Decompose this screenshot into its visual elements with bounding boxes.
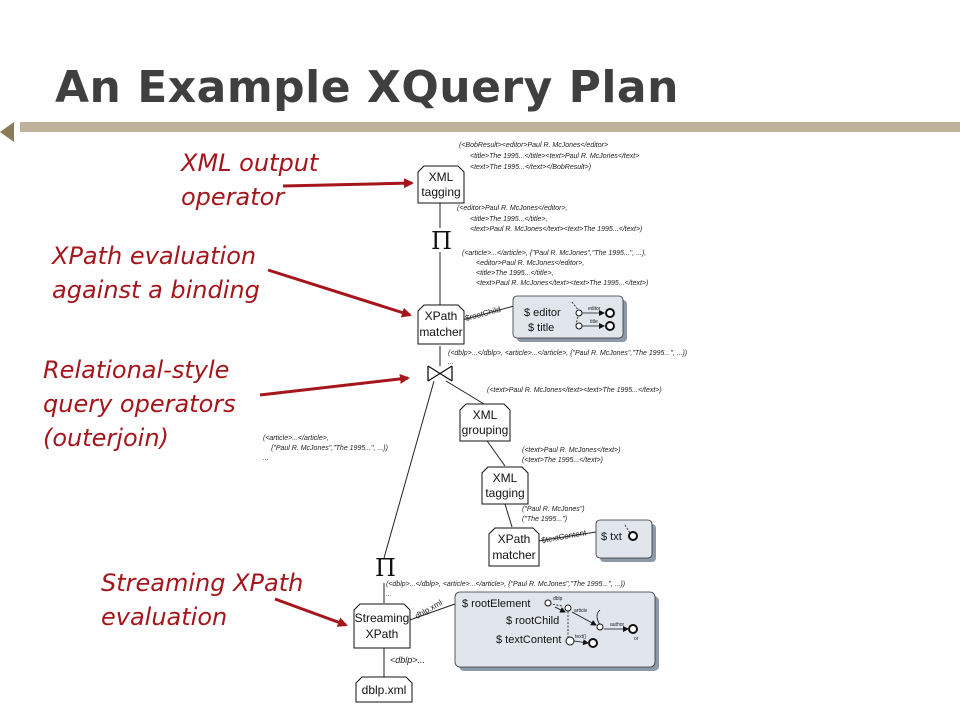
edge-label-textcontent: $textContent [541,528,588,545]
xml-tagging-top-line2: tagging [421,185,460,199]
label-text: text() [575,634,587,640]
binding-txt: $ txt [601,531,622,543]
arrow-relational [259,373,410,397]
xml-grouping-operator: XML grouping [459,403,511,442]
outerjoin-symbol [427,365,453,382]
xml-tagging-mid-line1: XML [493,471,518,485]
annotation-a3-line3: <title>The 1995...</title>, [476,270,553,277]
arrow-xml-output [282,178,414,189]
annotation-a2-line2: <title>The 1995...</title>, [470,216,547,223]
xml-grouping-line1: XML [473,408,498,422]
annotation-a4-line2: ... [448,359,454,366]
dblp-xml-source: dblp.xml [355,676,413,703]
callout-arrows [259,178,414,627]
label-article: article [574,608,588,614]
plan-edges [383,202,597,677]
streaming-xpath-line1: Streaming [355,611,410,625]
binding-editor: $ editor [524,307,561,319]
label-or: or [634,636,639,642]
xml-tagging-top-line1: XML [429,170,454,184]
projection-symbol-bottom: Π [375,554,396,582]
binding-box-txt: $ txt [595,519,656,562]
annotation-a8: ("Paul R. McJones") ("The 1995...") [522,506,585,523]
annotation-a6-line1: (<article>...</article>, [263,435,329,442]
xml-tagging-top-operator: XML tagging [417,165,465,204]
binding-root-element: $ rootElement [462,598,530,610]
annotation-a5-line1: (<text>Paul R. McJones</text><text>The 1… [487,387,662,394]
annotation-a1-line2: <title>The 1995...</title><text>Paul R. … [470,153,639,160]
label-author: author [610,622,625,628]
annotation-a2-line1: (<editor>Paul R. McJones</editor>, [457,205,568,212]
annotation-a6: (<article>...</article>, {"Paul R. McJon… [263,435,388,462]
projection-symbol-top: Π [431,227,452,255]
xpath-matcher-top-line2: matcher [419,325,462,339]
annotation-a2: (<editor>Paul R. McJones</editor>, <titl… [457,205,642,233]
xpath-matcher-top-operator: XPath matcher [417,304,465,345]
binding-box-editor-title: $ editor $ title editor title [512,295,627,342]
callout-streaming: Streaming XPath evaluation [101,569,304,631]
arrow-streaming [274,597,348,627]
callout-xpath-eval: XPath evaluation against a binding [52,242,260,304]
binding-root-child: $ rootChild [506,615,559,627]
edge-label-rootchild: $rootChild [464,305,502,323]
streaming-xpath-operator: Streaming XPath [353,603,411,649]
xpath-matcher-top-line1: XPath [425,309,458,323]
annotation-a7: (<text>Paul R. McJones</text>) (<text>Th… [522,447,620,464]
annotation-a8-line1: ("Paul R. McJones") [522,506,585,513]
annotation-a10: <dblp>... [390,655,425,665]
annotation-a1-line1: (<BobResult><editor>Paul R. McJones</edi… [459,142,608,149]
binding-box-streaming: $ rootElement $ rootChild $ textContent … [454,591,659,671]
annotation-a5: (<text>Paul R. McJones</text><text>The 1… [487,387,662,394]
annotation-a6-line3: ... [263,455,269,462]
title-rule-tab [0,122,14,142]
xpath-matcher-bottom-line1: XPath [498,532,531,546]
page-title: An Example XQuery Plan [55,62,679,113]
annotation-a6-line2: {"Paul R. McJones","The 1995...", ...}) [271,445,388,452]
annotation-a7-line1: (<text>Paul R. McJones</text>) [522,447,620,454]
xml-tagging-mid-operator: XML tagging [481,466,529,505]
annotation-a2-line3: <text>Paul R. McJones</text><text>The 19… [470,226,642,233]
dblp-xml-label: dblp.xml [362,683,407,697]
binding-text-content: $ textContent [496,634,561,646]
annotation-a1-line3: <text>The 1995...</text></BobResult>) [470,164,591,171]
annotation-a3: (<article>...</article>, {"Paul R. McJon… [462,250,648,287]
xml-grouping-line2: grouping [462,423,509,437]
label-editor: editor [588,306,601,312]
label-title: title [590,319,598,325]
annotation-a4: (<dblp>...</dblp>, <article>...</article… [448,350,687,366]
annotation-a1: (<BobResult><editor>Paul R. McJones</edi… [459,142,639,171]
label-dblp: dblp [553,596,563,602]
annotation-a7-line2: (<text>The 1995...</text>) [522,457,603,464]
annotation-a9: (<dblp>...</dblp>, <article>...</article… [386,581,625,598]
annotation-a3-line4: <text>Paul R. McJones</text><text>The 19… [476,280,648,287]
binding-title: $ title [528,322,554,334]
xpath-matcher-bottom-operator: XPath matcher [488,527,540,567]
annotation-a8-line2: ("The 1995...") [522,516,567,523]
xpath-matcher-bottom-line2: matcher [492,548,535,562]
annotation-a4-line1: (<dblp>...</dblp>, <article>...</article… [448,350,687,357]
arrow-xpath-eval [267,268,412,318]
annotation-a3-line2: <editor>Paul R. McJones</editor>, [476,260,584,267]
annotation-a3-line1: (<article>...</article>, {"Paul R. McJon… [462,250,646,257]
callout-xml-output: XML output operator [181,149,319,211]
xml-tagging-mid-line2: tagging [485,486,524,500]
streaming-xpath-line2: XPath [366,627,399,641]
annotation-a9-line2: ... [386,591,392,598]
title-rule [20,122,960,132]
callout-relational: Relational-style query operators (outerj… [43,356,236,452]
annotation-a9-line1: (<dblp>...</dblp>, <article>...</article… [386,581,625,588]
